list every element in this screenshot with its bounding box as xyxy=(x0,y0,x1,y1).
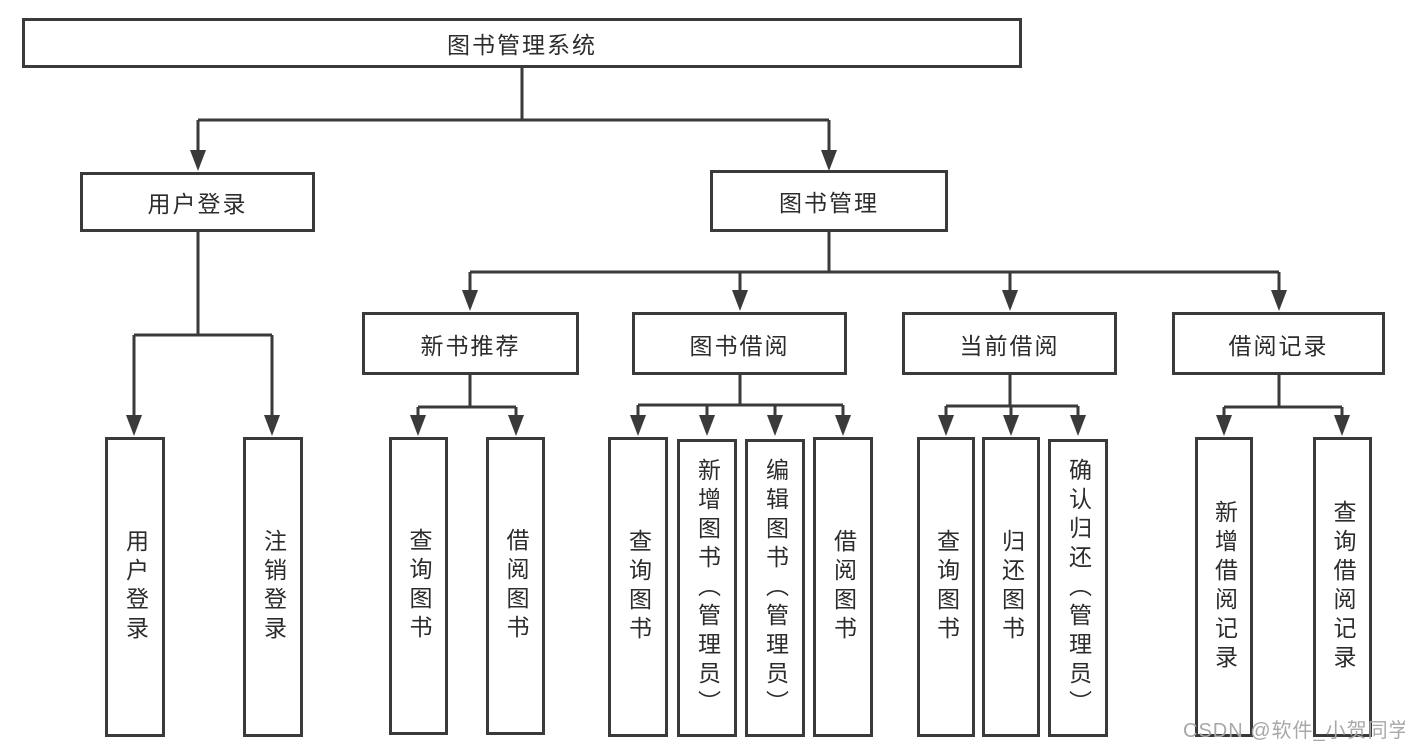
leaf-label: 查询借阅记录 xyxy=(1330,500,1356,674)
leaf-cb-return-books: 归还图书 xyxy=(982,437,1040,737)
leaf-user-login: 用户登录 xyxy=(105,437,165,737)
node-current-borrow: 当前借阅 xyxy=(902,312,1117,375)
node-book-borrow: 图书借阅 xyxy=(632,312,847,375)
node-label: 新书推荐 xyxy=(420,332,521,359)
node-user-login: 用户登录 xyxy=(80,172,315,232)
leaf-cb-confirm-return-admin: 确认归还（管理员） xyxy=(1048,439,1108,737)
node-book-management: 图书管理 xyxy=(710,170,948,232)
leaf-label: 查询图书 xyxy=(933,529,960,645)
leaf-bb-add-books-admin: 新增图书（管理员） xyxy=(677,439,737,737)
leaf-label: 用户登录 xyxy=(122,529,149,645)
leaf-label: 借阅图书 xyxy=(503,528,529,644)
leaf-cb-query-books: 查询图书 xyxy=(917,437,975,737)
leaf-bb-query-books: 查询图书 xyxy=(608,437,668,737)
node-label: 图书借阅 xyxy=(689,332,790,359)
node-new-book-recommend: 新书推荐 xyxy=(362,312,579,375)
leaf-br-query-record: 查询借阅记录 xyxy=(1313,437,1372,737)
node-library-management-system: 图书管理系统 xyxy=(22,18,1022,68)
leaf-label: 查询图书 xyxy=(406,528,432,644)
leaf-recommend-query-books: 查询图书 xyxy=(389,437,448,735)
leaf-label: 归还图书 xyxy=(998,529,1025,645)
node-label: 借阅记录 xyxy=(1228,332,1329,359)
leaf-label: 借阅图书 xyxy=(830,529,857,645)
leaf-logout: 注销登录 xyxy=(243,437,303,737)
node-label: 用户登录 xyxy=(147,191,248,217)
leaf-label: 查询图书 xyxy=(625,529,652,645)
connector-strokes xyxy=(132,68,1344,424)
leaf-bb-edit-books-admin: 编辑图书（管理员） xyxy=(745,439,805,737)
leaf-br-add-record: 新增借阅记录 xyxy=(1195,437,1253,737)
node-label: 图书管理系统 xyxy=(447,32,597,58)
connector-arrowheads xyxy=(126,150,1350,436)
node-borrow-records: 借阅记录 xyxy=(1172,312,1385,375)
leaf-label: 注销登录 xyxy=(260,529,287,645)
leaf-bb-borrow-books: 借阅图书 xyxy=(813,437,873,737)
leaf-label: 新增借阅记录 xyxy=(1211,500,1238,674)
node-label: 图书管理 xyxy=(779,190,879,216)
node-label: 当前借阅 xyxy=(959,332,1060,359)
leaf-label: 新增图书（管理员） xyxy=(694,457,721,719)
leaf-recommend-borrow-books: 借阅图书 xyxy=(486,437,545,735)
leaf-label: 编辑图书（管理员） xyxy=(762,457,789,719)
watermark: CSDN @软件_小贺同学 xyxy=(1183,720,1405,742)
leaf-label: 确认归还（管理员） xyxy=(1065,457,1092,719)
